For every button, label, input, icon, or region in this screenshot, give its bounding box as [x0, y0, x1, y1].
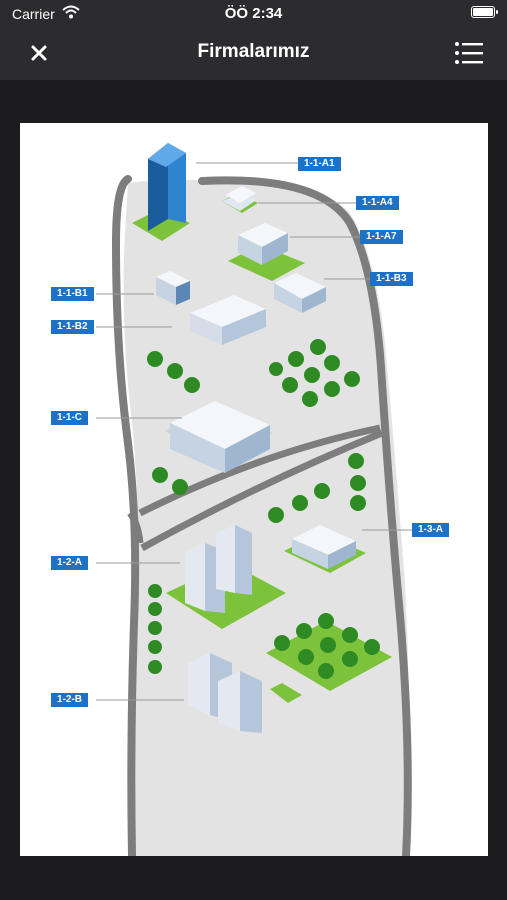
- building-1-1-b2: [190, 295, 266, 345]
- status-bar: Carrier ÖÖ 2:34: [0, 0, 507, 26]
- nav-bar: Firmalarımız: [0, 26, 507, 80]
- building-1-2-b: [188, 653, 302, 733]
- status-time: ÖÖ 2:34: [224, 5, 283, 22]
- map-label-1-1-b2[interactable]: 1-1-B2: [51, 320, 94, 334]
- map-label-1-1-c[interactable]: 1-1-C: [51, 411, 89, 425]
- campus-map[interactable]: 1-1-A1 1-1-A4 1-1-A7 1-1-B3 1-1-B1 1-1-B…: [20, 123, 488, 856]
- road-cross-3: [127, 510, 144, 544]
- menu-button[interactable]: [453, 37, 485, 69]
- trees: [147, 339, 380, 679]
- map-label-1-3-a[interactable]: 1-3-A: [412, 523, 450, 537]
- list-menu-icon: [455, 42, 483, 64]
- battery-fill: [473, 8, 493, 16]
- carrier-name: Carrier: [12, 6, 55, 22]
- building-1-3-a: [284, 525, 366, 573]
- battery-icon: [471, 6, 498, 18]
- building-1-1-a1: [132, 143, 190, 241]
- park-grass: [266, 621, 392, 691]
- map-label-1-2-b[interactable]: 1-2-B: [51, 693, 89, 707]
- page-title: Firmalarımız: [197, 41, 310, 62]
- campus-map-illustration: [96, 143, 414, 856]
- building-1-1-a4: [222, 186, 258, 213]
- road-cross-2: [140, 429, 384, 552]
- close-button[interactable]: [22, 36, 56, 70]
- building-1-1-b3: [274, 273, 326, 313]
- close-icon: [31, 45, 47, 61]
- road-cross-1: [138, 424, 381, 517]
- road-left: [111, 175, 140, 856]
- map-label-1-1-a7[interactable]: 1-1-A7: [360, 230, 403, 244]
- map-label-1-1-a1[interactable]: 1-1-A1: [298, 157, 341, 171]
- content-area: 1-1-A1 1-1-A4 1-1-A7 1-1-B3 1-1-B1 1-1-B…: [0, 80, 507, 900]
- leader-lines: [96, 162, 414, 701]
- map-label-1-1-b3[interactable]: 1-1-B3: [370, 272, 413, 286]
- map-label-1-1-b1[interactable]: 1-1-B1: [51, 287, 94, 301]
- road-right: [198, 176, 412, 856]
- building-1-1-a7: [228, 223, 305, 281]
- wifi-icon: [62, 5, 80, 19]
- building-1-1-b1: [156, 271, 190, 305]
- map-label-1-1-a4[interactable]: 1-1-A4: [356, 196, 399, 210]
- map-label-1-2-a[interactable]: 1-2-A: [51, 556, 89, 570]
- building-1-1-c: [165, 401, 272, 473]
- building-1-2-a: [166, 525, 286, 629]
